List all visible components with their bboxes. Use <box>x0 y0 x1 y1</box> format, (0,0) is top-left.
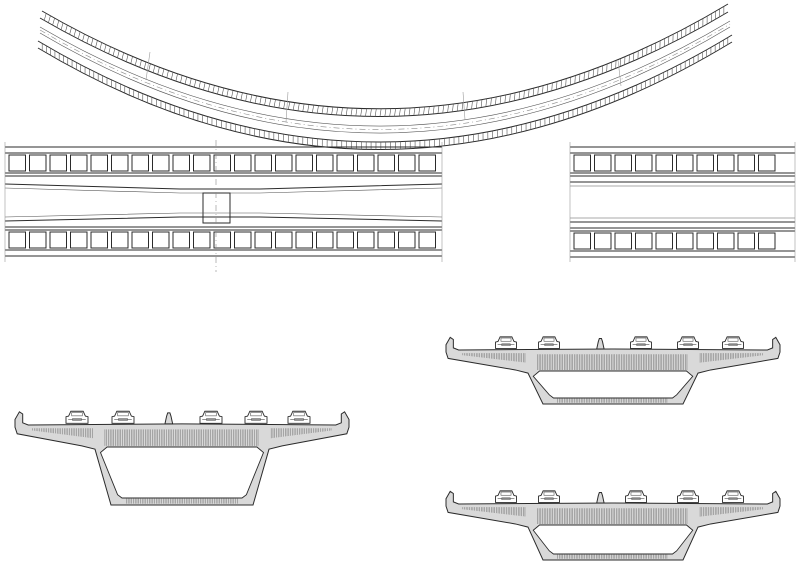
car-icon <box>722 490 744 503</box>
car-icon <box>65 410 89 424</box>
deck-hatching <box>32 428 332 504</box>
plan-curved-joints <box>145 51 622 123</box>
car-icon <box>111 410 135 424</box>
railing-cells-top-span <box>573 154 776 172</box>
deck-hatching <box>462 353 763 403</box>
plan-curved-median-1 <box>39 20 731 127</box>
car-icon <box>244 410 268 424</box>
plan-curved-viaduct <box>37 3 733 150</box>
plan-curved-railing-posts <box>41 6 729 150</box>
box-girder-void <box>532 370 694 399</box>
car-icon <box>538 336 560 349</box>
car-icon <box>495 336 517 349</box>
car-icon <box>287 410 311 424</box>
plan-curved-centerline <box>39 23 731 130</box>
deck-hatching <box>462 507 763 559</box>
median-barrier <box>596 337 605 350</box>
car-icon <box>677 336 699 349</box>
box-girder-void <box>99 446 265 499</box>
plan-detail-span <box>569 142 796 262</box>
car-icon <box>722 336 744 349</box>
cross-section-large <box>14 410 350 506</box>
pier-column <box>202 192 231 224</box>
car-icon <box>495 490 517 503</box>
car-icon <box>630 336 652 349</box>
plan-curved-median-2 <box>39 26 731 134</box>
box-girder-void <box>532 524 694 555</box>
car-icon <box>677 490 699 503</box>
median-barrier <box>164 412 174 425</box>
cross-section-top-right <box>445 336 781 405</box>
railing-cells-top <box>8 154 436 172</box>
plan-curved-rail-outer <box>39 11 729 117</box>
cross-section-bottom-right <box>445 490 781 561</box>
plan-curved-edge-outer <box>41 3 729 110</box>
railing-cells-bottom-span <box>573 232 776 250</box>
car-icon <box>538 490 560 503</box>
car-icon <box>625 490 647 503</box>
car-icon <box>199 410 223 424</box>
median-barrier <box>596 491 605 504</box>
plan-curved-rail-inner <box>37 34 733 143</box>
plan-detail-pier <box>4 140 443 272</box>
railing-cells-bottom <box>8 231 436 249</box>
